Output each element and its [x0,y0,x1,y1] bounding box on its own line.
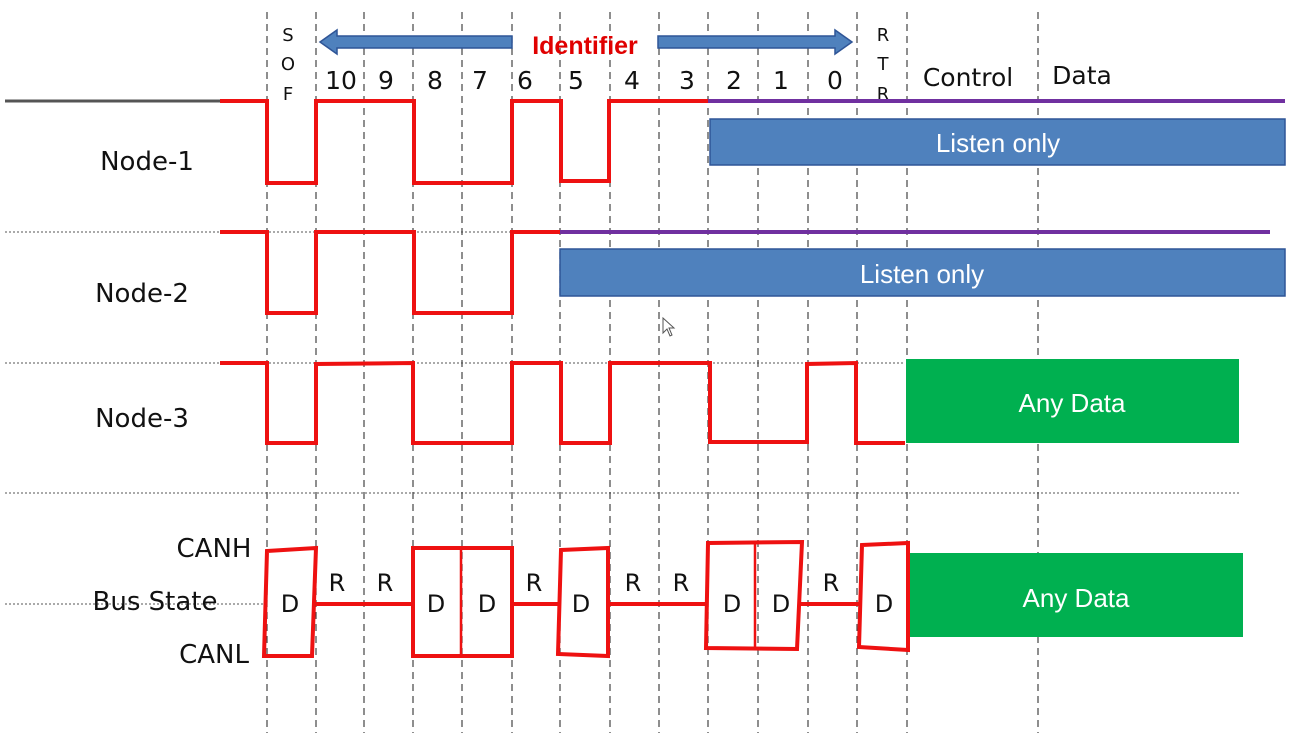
node1-label: Node-1 [100,147,194,177]
recessive-state-label: R [625,569,642,597]
node3-data-box [906,359,1239,443]
identifier-bit-label: 0 [827,66,843,95]
node2-label: Node-2 [95,279,189,309]
node2-waveform [220,230,560,315]
identifier-arrow [318,28,854,56]
dominant-block [411,546,514,658]
identifier-bit-label: 10 [325,66,357,95]
dominant-state-label: D [875,590,893,618]
recessive-state-label: R [823,569,840,597]
identifier-bit-label: 1 [773,66,789,95]
dominant-state-label: D [478,590,496,618]
arrow-left-icon [318,28,513,56]
control-field-label: Control [923,63,1013,92]
identifier-label: Identifier [532,32,638,60]
node3-label: Node-3 [95,404,189,434]
sof-letter: O [281,54,295,75]
node1-listen-box [709,118,1286,166]
recessive-state-label: R [673,569,690,597]
identifier-bit-label: 3 [679,66,695,95]
dominant-block [555,545,610,659]
node1-waveform [220,99,708,185]
identifier-bit-label: 6 [517,66,533,95]
node3-waveform [220,360,905,445]
identifier-bit-label: 5 [568,66,584,95]
identifier-bit-label: 7 [472,66,488,95]
dominant-state-label: D [281,590,299,618]
bus-data-box [910,553,1243,637]
dominant-state-label: D [572,590,590,618]
identifier-bit-label: 9 [378,66,394,95]
data-field-label: Data [1052,61,1112,90]
dominant-state-label: D [723,590,741,618]
canl-label: CANL [179,640,249,670]
identifier-bit-label: 4 [624,66,640,95]
recessive-state-label: R [526,569,543,597]
node1-listen-text: Listen only [936,128,1060,158]
sof-letter: S [282,25,293,46]
dominant-state-label: D [427,590,445,618]
node2-listen-box [559,248,1286,297]
dominant-block [261,545,319,658]
canh-label: CANH [177,534,252,564]
recessive-state-label: R [329,569,346,597]
dominant-block [856,540,910,653]
rtr-letter: R [877,25,890,46]
row-separators [5,231,1240,605]
node2-listen-text: Listen only [860,259,984,289]
bus-state-label: Bus State [93,587,218,617]
sof-letter: F [283,84,293,105]
identifier-bit-label: 8 [427,66,443,95]
rtr-letter: T [877,54,890,75]
recessive-state-label: R [377,569,394,597]
mouse-cursor-icon [662,316,676,337]
node3-data-text: Any Data [1019,388,1126,418]
identifier-bit-label: 2 [726,66,742,95]
arrow-right-icon [657,28,854,56]
dominant-state-label: D [772,590,790,618]
bus-data-text: Any Data [1023,583,1130,613]
dominant-block [703,539,805,652]
